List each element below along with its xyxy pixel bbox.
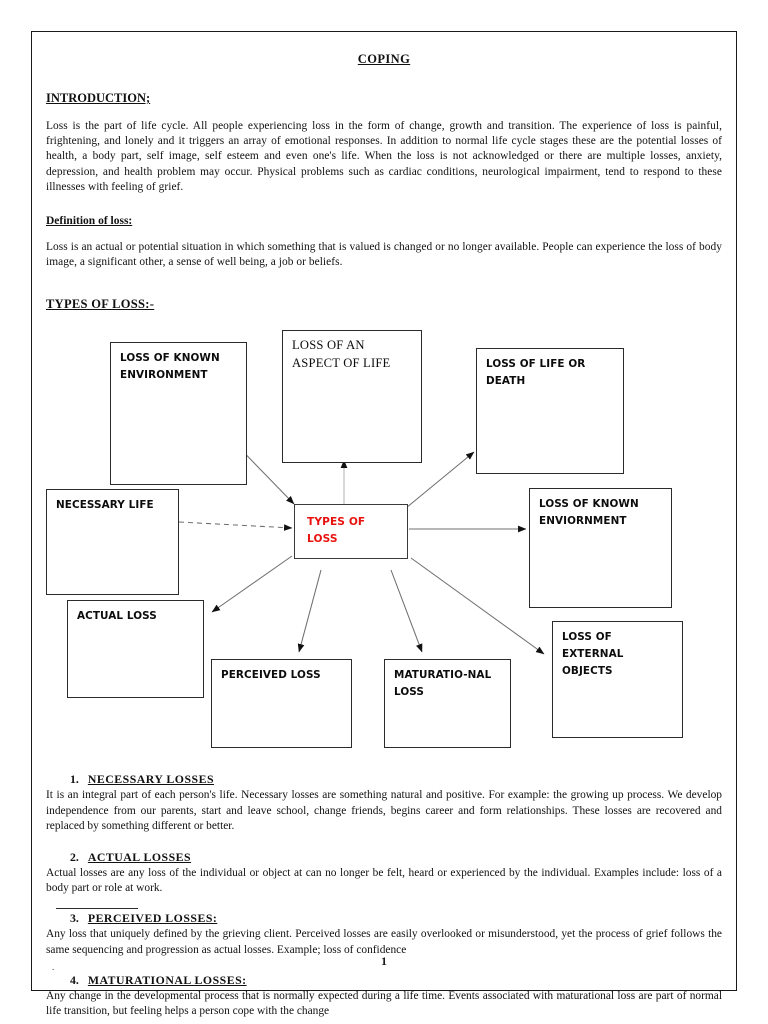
list-item-body: Any change in the developmental process … [46, 989, 722, 1018]
diagram-node-perceived-loss[interactable]: PERCEIVED LOSS [211, 659, 352, 749]
list-item-body: Any loss that uniquely defined by the gr… [46, 928, 722, 956]
diagram-connectors [178, 432, 545, 655]
diagram-node-label: LOSS OF LIFE OR DEATH [486, 358, 586, 388]
diagram-node-loss-of-known-enviornment[interactable]: LOSS OF KNOWN ENVIORNMENT [529, 488, 672, 609]
introduction-paragraph: Loss is the part of life cycle. All peop… [46, 120, 722, 193]
diagram-node-label: PERCEIVED LOSS [221, 669, 321, 682]
list-item: 4. MATURATIONAL LOSSES: Any change in the… [46, 973, 722, 1019]
diagram-node-label: LOSS OF AN ASPECT OF LIFE [292, 338, 391, 371]
list-item-label: MATURATIONAL LOSSES: [87, 972, 247, 987]
diagram-node-label: MATURATIO-NAL LOSS [394, 669, 492, 699]
connector-perceived-loss [297, 570, 322, 653]
diagram-node-label: LOSS OF KNOWN ENVIRONMENT [120, 352, 220, 382]
list-item-body: It is an integral part of each person's … [46, 789, 722, 832]
list-item-label: NECESSARY LOSSES [87, 772, 215, 787]
connector-maturational-loss [390, 570, 423, 653]
list-item-heading: 4. MATURATIONAL LOSSES: [70, 973, 722, 988]
diagram-node-label: ACTUAL LOSS [77, 610, 157, 623]
diagram-node-types-of-loss-center[interactable]: TYPES OF LOSS [294, 504, 408, 560]
page-number: 1 [381, 956, 387, 968]
document-page: COPING INTRODUCTION; Loss is the part of… [31, 31, 737, 1017]
diagram-node-loss-of-an-aspect-of-life[interactable]: LOSS OF AN ASPECT OF LIFE [282, 330, 422, 464]
diagram-center-label: TYPES OF LOSS [307, 516, 366, 546]
list-item-heading: 1. NECESSARY LOSSES [70, 772, 722, 787]
list-item-heading: 2. ACTUAL LOSSES [70, 850, 722, 865]
list-item-heading: 3. PERCEIVED LOSSES: [70, 911, 722, 926]
list-item-label: PERCEIVED LOSSES: [87, 911, 218, 926]
connector-external-objects [410, 557, 545, 655]
diagram-node-loss-of-external-objects[interactable]: LOSS OF EXTERNAL OBJECTS [552, 621, 683, 739]
diagram-node-loss-of-life-or-death[interactable]: LOSS OF LIFE OR DEATH [476, 348, 624, 475]
diagram-node-necessary-life[interactable]: NECESSARY LIFE [46, 489, 179, 596]
introduction-heading: INTRODUCTION; [46, 91, 151, 105]
definition-heading: Definition of loss: [46, 215, 133, 228]
connector-necessary-life [178, 521, 293, 532]
list-item: 3. PERCEIVED LOSSES: Any loss that unique… [46, 911, 722, 957]
list-item-label: ACTUAL LOSSES [87, 850, 192, 865]
diagram-node-actual-loss[interactable]: ACTUAL LOSS [67, 600, 204, 699]
list-item-number: 2. [70, 850, 79, 865]
types-of-loss-diagram: LOSS OF KNOWN ENVIRONMENT LOSS OF AN ASP… [46, 330, 724, 749]
diagram-node-label: LOSS OF EXTERNAL OBJECTS [562, 631, 624, 678]
horizontal-rule [56, 908, 138, 910]
diagram-node-loss-of-known-environment[interactable]: LOSS OF KNOWN ENVIRONMENT [110, 342, 247, 486]
diagram-node-maturational-loss[interactable]: MATURATIO-NAL LOSS [384, 659, 511, 749]
list-item: 2. ACTUAL LOSSES Actual losses are any lo… [46, 850, 722, 896]
types-of-loss-heading: TYPES OF LOSS:- [46, 297, 155, 312]
list-item-number: 3. [70, 911, 79, 926]
definition-paragraph: Loss is an actual or potential situation… [46, 241, 722, 269]
list-item-number: 4. [70, 972, 79, 987]
page-title: COPING [357, 52, 411, 66]
list-item: 1. NECESSARY LOSSES It is an integral par… [46, 772, 722, 834]
connector-actual-loss [211, 555, 293, 613]
stray-mark: . [52, 961, 55, 972]
diagram-node-label: NECESSARY LIFE [56, 499, 154, 512]
diagram-node-label: LOSS OF KNOWN ENVIORNMENT [539, 498, 639, 528]
list-item-body: Actual losses are any loss of the indivi… [46, 867, 722, 895]
connector-life-or-death [405, 452, 475, 509]
list-item-number: 1. [70, 772, 79, 787]
